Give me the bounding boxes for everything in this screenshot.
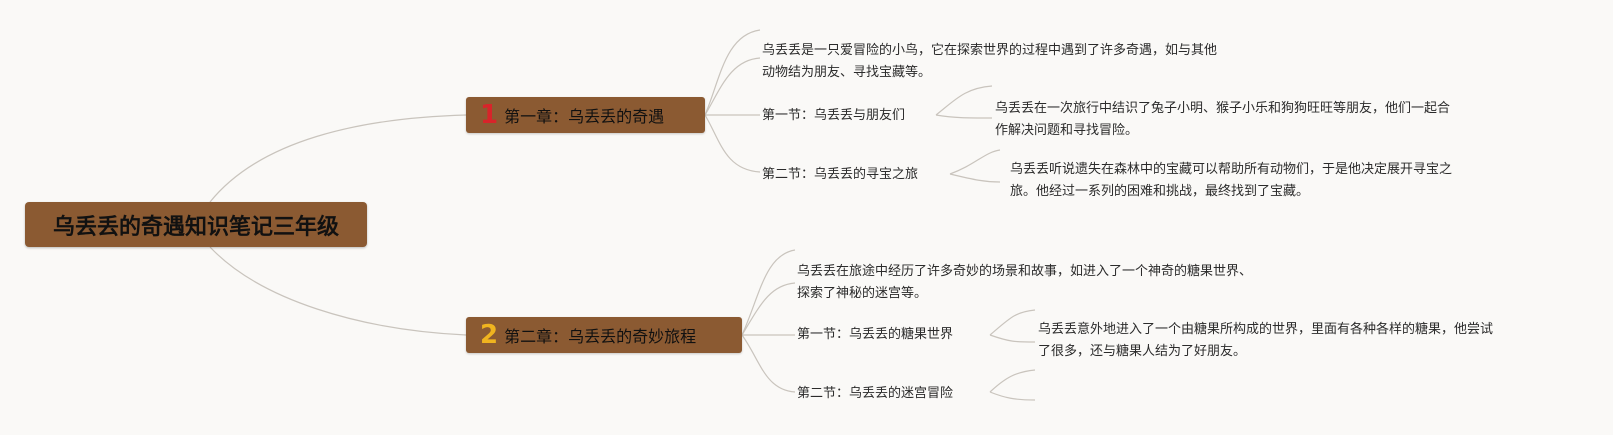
chapter-1-section-1-detail[interactable]: 乌丢丢在一次旅行中结识了兔子小明、猴子小乐和狗狗旺旺等朋友，他们一起合 作解决问…	[995, 98, 1450, 142]
chapter-1-node[interactable]: 1 第一章：乌丢丢的奇遇	[466, 97, 705, 133]
chapter-1-label: 第一章：乌丢丢的奇遇	[504, 107, 665, 126]
connector-ch2-s1-detail-b	[989, 334, 1036, 343]
chapter-1-intro-line-2: 动物结为朋友、寻找宝藏等。	[762, 65, 932, 80]
root-topic[interactable]: 乌丢丢的奇遇知识笔记三年级	[25, 202, 367, 247]
chapter-1-section-2-detail-line-1: 乌丢丢听说遗失在森林中的宝藏可以帮助所有动物们，于是他决定展开寻宝之	[1010, 162, 1453, 177]
connector-ch2-s1-detail-a	[989, 309, 1036, 336]
connector-ch1-s2	[704, 114, 761, 173]
connector-ch1-s2-detail-b	[949, 173, 1001, 183]
connector-ch1-s1-detail-a	[935, 85, 993, 116]
chapter-1-section-1-label: 第一节：乌丢丢与朋友们	[762, 108, 906, 123]
chapter-2-section-1-detail-line-1: 乌丢丢意外地进入了一个由糖果所构成的世界，里面有各种各样的糖果，他尝试	[1038, 322, 1494, 337]
connector-ch2-s2	[741, 334, 796, 393]
connector-ch2-s2-detail-b	[989, 391, 1036, 401]
chapter-1-section-2[interactable]: 第二节：乌丢丢的寻宝之旅	[762, 164, 918, 186]
connector-ch2-s2-detail-a	[989, 369, 1036, 393]
connector-ch1-intro	[704, 29, 761, 116]
chapter-2-number-badge: 2	[480, 320, 499, 350]
chapter-1-section-2-detail[interactable]: 乌丢丢听说遗失在森林中的宝藏可以帮助所有动物们，于是他决定展开寻宝之 旅。他经过…	[1010, 159, 1452, 203]
chapter-2-intro[interactable]: 乌丢丢在旅途中经历了许多奇妙的场景和故事，如进入了一个神奇的糖果世界、 探索了神…	[797, 261, 1252, 305]
connector-ch1-s2-detail-a	[949, 149, 1001, 175]
connector-ch1-intro-b	[704, 57, 761, 116]
chapter-2-section-1[interactable]: 第一节：乌丢丢的糖果世界	[797, 324, 953, 346]
chapter-2-node[interactable]: 2 第二章：乌丢丢的奇妙旅程	[466, 317, 742, 353]
connector-ch2-intro-b	[741, 282, 796, 336]
chapter-2-section-1-label: 第一节：乌丢丢的糖果世界	[797, 327, 954, 342]
chapter-1-section-1[interactable]: 第一节：乌丢丢与朋友们	[762, 105, 905, 127]
chapter-1-section-2-detail-line-2: 旅。他经过一系列的困难和挑战，最终找到了宝藏。	[1010, 184, 1310, 199]
connector-ch1-s1-detail-b	[935, 114, 993, 119]
chapter-2-intro-line-1: 乌丢丢在旅途中经历了许多奇妙的场景和故事，如进入了一个神奇的糖果世界、	[797, 264, 1253, 279]
chapter-2-label: 第二章：乌丢丢的奇妙旅程	[504, 327, 697, 346]
chapter-2-section-2-label: 第二节：乌丢丢的迷宫冒险	[797, 386, 954, 401]
root-title: 乌丢丢的奇遇知识笔记三年级	[52, 214, 339, 240]
chapter-1-number-badge: 1	[480, 100, 499, 130]
chapter-1-intro[interactable]: 乌丢丢是一只爱冒险的小鸟，它在探索世界的过程中遇到了许多奇遇，如与其他 动物结为…	[762, 40, 1217, 84]
chapter-2-intro-line-2: 探索了神秘的迷宫等。	[797, 286, 928, 301]
chapter-1-section-1-detail-line-2: 作解决问题和寻找冒险。	[995, 123, 1139, 138]
connector-root-ch1	[209, 114, 467, 203]
connector-root-ch2	[209, 246, 467, 336]
chapter-1-section-2-label: 第二节：乌丢丢的寻宝之旅	[762, 167, 919, 182]
connector-ch2-intro	[741, 249, 796, 336]
chapter-1-section-1-detail-line-1: 乌丢丢在一次旅行中结识了兔子小明、猴子小乐和狗狗旺旺等朋友，他们一起合	[995, 101, 1451, 116]
chapter-1-intro-line-1: 乌丢丢是一只爱冒险的小鸟，它在探索世界的过程中遇到了许多奇遇，如与其他	[762, 43, 1218, 58]
chapter-2-section-2[interactable]: 第二节：乌丢丢的迷宫冒险	[797, 383, 953, 405]
chapter-2-section-1-detail[interactable]: 乌丢丢意外地进入了一个由糖果所构成的世界，里面有各种各样的糖果，他尝试 了很多，…	[1038, 319, 1493, 363]
chapter-2-section-1-detail-line-2: 了很多，还与糖果人结为了好朋友。	[1038, 344, 1247, 359]
